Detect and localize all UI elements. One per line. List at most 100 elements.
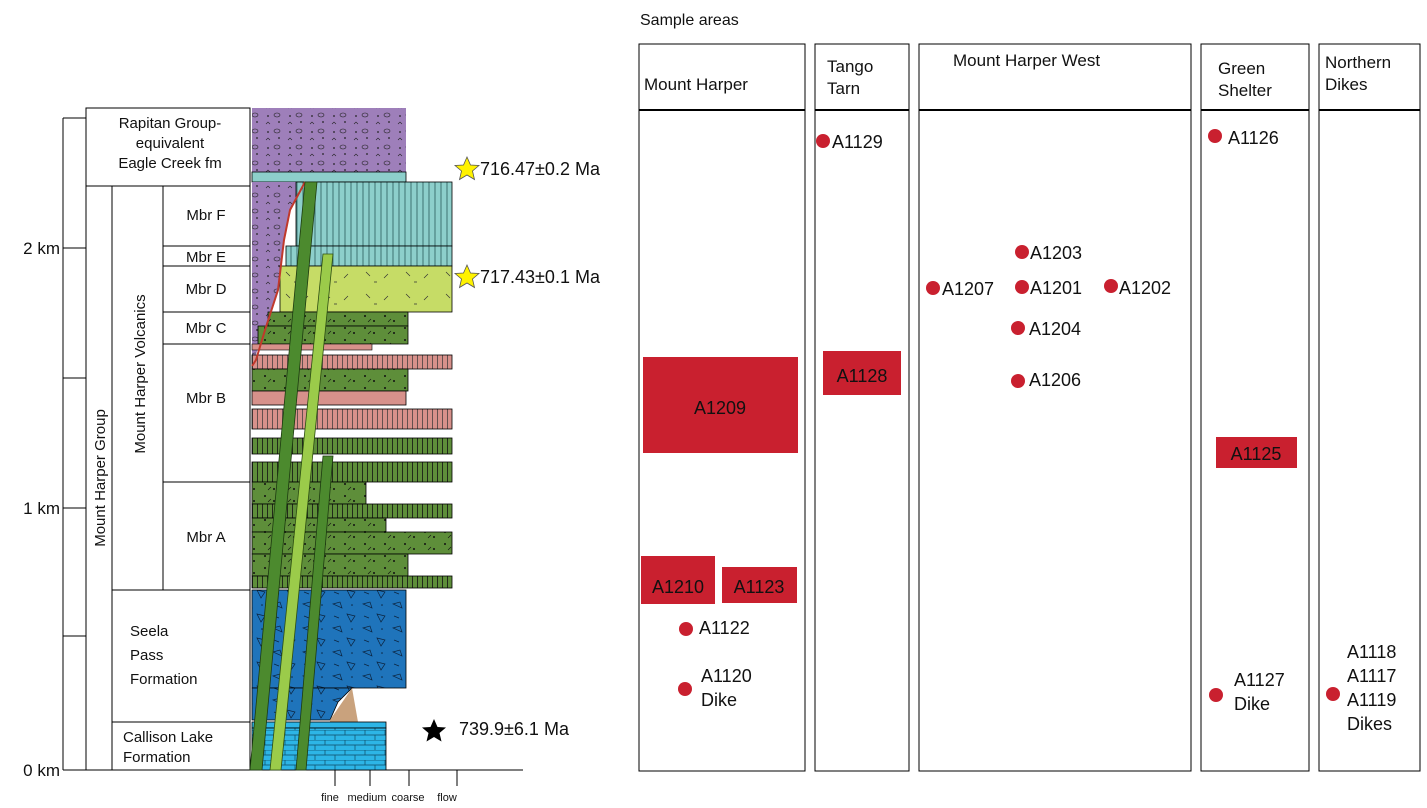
sample-label-a1128: A1128 — [837, 366, 888, 386]
sample-label-a1206: A1206 — [1029, 370, 1081, 390]
pink-layer-2 — [251, 390, 407, 406]
member-f-box — [162, 185, 251, 247]
grain-label-coarse: coarse — [391, 792, 424, 804]
volcanics-box — [111, 185, 164, 591]
sample-box-a1125 — [1216, 437, 1297, 468]
column-tango-tarn — [814, 43, 910, 772]
sample-label-a1123: A1123 — [734, 577, 785, 597]
scale-label-1km: 1 km — [23, 499, 60, 518]
green-layer-1 — [251, 368, 409, 392]
purple-wedge-layer — [252, 182, 305, 365]
column-mount-harper-west — [918, 43, 1192, 772]
mbr-f-layer — [295, 181, 453, 247]
column-mount-harper — [638, 43, 806, 772]
group-label: Mount Harper Group — [92, 409, 109, 547]
dike-dark — [249, 181, 318, 771]
column-title-mount-harper: Mount Harper — [644, 75, 748, 94]
eagle-creek-layer — [252, 108, 406, 172]
sample-dot-a1120 — [678, 682, 692, 696]
sample-dot-a1126 — [1208, 129, 1222, 143]
sample-label-a1207: A1207 — [942, 279, 994, 299]
pink-layer-3 — [251, 408, 453, 430]
sample-label-a1204: A1204 — [1029, 319, 1081, 339]
sample-dot-northern-dikes — [1326, 687, 1340, 701]
sample-dot-a1127 — [1209, 688, 1223, 702]
sample-label-a1125: A1125 — [1231, 444, 1282, 464]
seela-box — [111, 589, 251, 723]
sample-dot-a1207 — [926, 281, 940, 295]
volcanics-label: Mount Harper Volcanics — [132, 294, 149, 453]
pink-band — [251, 343, 373, 351]
member-a-label: Mbr A — [186, 529, 225, 546]
sample-label-a1210: A1210 — [652, 577, 704, 597]
dike-light-upper — [269, 253, 334, 771]
column-northern-dikes — [1318, 43, 1421, 772]
sample-dot-a1202 — [1104, 279, 1118, 293]
yellow-star-icon — [453, 156, 481, 181]
contact-layer — [251, 171, 407, 183]
black-star-icon — [422, 719, 446, 742]
member-b-label: Mbr B — [186, 390, 226, 407]
grain-label-fine: fine — [321, 792, 339, 804]
callison-box — [111, 721, 251, 771]
column-title-mount-harper-west: Mount Harper West — [953, 51, 1100, 70]
sample-areas-title: Sample areas — [640, 12, 739, 29]
dike-dark-lower — [295, 455, 334, 771]
sample-box-a1210 — [641, 556, 715, 604]
member-c-label: Mbr C — [186, 320, 227, 337]
sample-label-a1209: A1209 — [694, 398, 746, 418]
sample-label-a1201: A1201 — [1030, 278, 1082, 298]
member-b-box — [162, 343, 251, 483]
member-d-label: Mbr D — [186, 281, 227, 298]
grain-label-medium: medium — [347, 792, 386, 804]
sample-dot-a1122 — [679, 622, 693, 636]
scale-label-2km: 2 km — [23, 239, 60, 258]
sample-label-a1129: A1129 — [832, 132, 883, 152]
mbr-c-layer-b — [257, 325, 409, 345]
green-layer-9 — [251, 575, 453, 589]
sample-box-a1128 — [823, 351, 901, 395]
member-a-box — [162, 481, 251, 591]
sample-dot-a1203 — [1015, 245, 1029, 259]
tan-wedge-layer — [330, 688, 358, 722]
sample-box-a1123 — [722, 567, 797, 603]
lithology-column — [249, 108, 453, 771]
member-e-label: Mbr E — [186, 249, 226, 266]
age-label-1: 716.47±0.2 Ma — [480, 159, 601, 179]
age-label-3: 739.9±6.1 Ma — [459, 719, 570, 739]
yellow-star-icon — [453, 264, 481, 289]
group-box — [85, 185, 113, 771]
grain-size-axis: fine medium coarse flow — [321, 770, 458, 804]
age-label-2: 717.43±0.1 Ma — [480, 267, 601, 287]
pink-layer-1 — [251, 354, 453, 370]
sample-label-a1203: A1203 — [1030, 243, 1082, 263]
sample-box-a1209 — [643, 357, 798, 453]
red-boundary-line — [251, 181, 306, 367]
sample-label-a1202: A1202 — [1119, 278, 1171, 298]
sample-dot-a1129 — [816, 134, 830, 148]
sample-dot-a1204 — [1011, 321, 1025, 335]
column-green-shelter — [1200, 43, 1310, 772]
member-f-label: Mbr F — [186, 207, 225, 224]
callison-top-layer — [251, 721, 387, 729]
sample-dot-a1206 — [1011, 374, 1025, 388]
mbr-c-layer-a — [267, 311, 409, 327]
green-layer-2 — [251, 437, 453, 455]
grain-label-flow: flow — [437, 792, 457, 804]
scale-label-0km: 0 km — [23, 761, 60, 780]
sample-label-a1122: A1122 — [699, 618, 750, 638]
sample-label-a1126: A1126 — [1228, 128, 1279, 148]
sample-dot-a1201 — [1015, 280, 1029, 294]
